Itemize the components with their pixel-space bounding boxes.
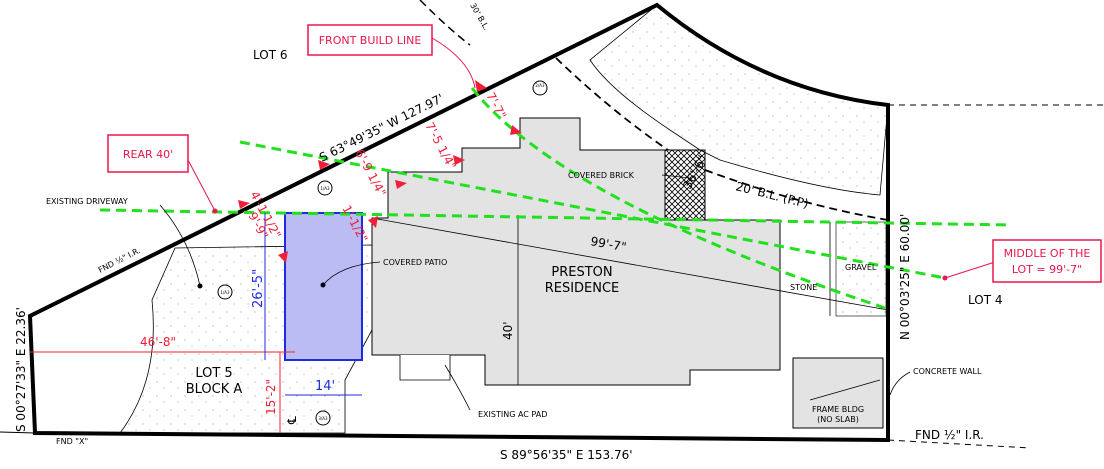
section-marker-1-a3-top: 1/A3 bbox=[317, 180, 333, 196]
covered-brick bbox=[664, 149, 706, 221]
lot-5-label: LOT 5 bbox=[195, 366, 232, 381]
frame-building bbox=[792, 357, 884, 429]
middle-of-lot-callout: MIDDLE OF THE LOT = 99'-7" bbox=[992, 239, 1102, 283]
section-marker-2-a3: 2/A3 bbox=[532, 80, 548, 96]
covered-patio-label: COVERED PATIO bbox=[383, 258, 447, 267]
svg-text:REAR 40': REAR 40' bbox=[123, 148, 173, 161]
centerline-symbol: ℄ bbox=[285, 416, 299, 425]
build-line-30 bbox=[419, 0, 471, 46]
dim-15-2: 15'-2" bbox=[264, 379, 278, 415]
rear-setback-line bbox=[99, 208, 1011, 227]
bearing-south: S 89°56'35" E 153.76' bbox=[500, 448, 633, 462]
gravel-label: GRAVEL bbox=[845, 263, 877, 272]
stone-label: STONE bbox=[790, 283, 817, 292]
section-marker-3-a3: 3/A3 bbox=[315, 410, 331, 426]
block-label: BLOCK A bbox=[186, 382, 243, 397]
residence-name: PRESTON bbox=[551, 265, 612, 280]
fnd-x-label: FND "X" bbox=[56, 437, 88, 446]
lot-4-label: LOT 4 bbox=[968, 293, 1002, 307]
svg-text:2/A3: 2/A3 bbox=[535, 83, 545, 88]
dim-7-5-1-4: 7'-5 1/4" bbox=[422, 120, 459, 172]
existing-driveway-label: EXISTING DRIVEWAY bbox=[46, 197, 128, 206]
dimension-arrows bbox=[238, 80, 522, 263]
front-setback-line bbox=[470, 87, 886, 310]
dim-26-5: 26'-5" bbox=[251, 269, 266, 308]
fnd-ir-right-label: FND ½" I.R. bbox=[915, 428, 984, 442]
front-build-line-callout: FRONT BUILD LINE bbox=[307, 24, 433, 56]
residence-label: RESIDENCE bbox=[545, 281, 620, 296]
bl-20-label: 20' B.L. (P.P) bbox=[734, 179, 810, 211]
bl-30-label: 30' B.L. bbox=[468, 2, 491, 32]
svg-text:MIDDLE OF THE: MIDDLE OF THE bbox=[1004, 247, 1091, 260]
frame-bldg-note: (NO SLAB) bbox=[817, 415, 859, 424]
ac-pad-label: EXISTING AC PAD bbox=[478, 410, 547, 419]
rear-callout: REAR 40' bbox=[107, 134, 189, 173]
svg-text:1/A3: 1/A3 bbox=[220, 290, 230, 295]
dim-99-7: 99'-7" bbox=[589, 234, 627, 254]
frame-bldg-label: FRAME BLDG bbox=[812, 405, 864, 414]
dim-46-8: 46'-8" bbox=[140, 335, 176, 349]
mid-lot-line bbox=[239, 140, 946, 280]
lot-6-label: LOT 6 bbox=[253, 48, 287, 62]
bearing-west: S 00°27'33" E 22.36' bbox=[14, 307, 28, 432]
build-line-20 bbox=[555, 57, 889, 221]
concrete-wall-label: CONCRETE WALL bbox=[913, 367, 982, 376]
svg-text:3/A3: 3/A3 bbox=[318, 416, 328, 421]
dim-40: 40' bbox=[501, 321, 515, 340]
dim-14: 14' bbox=[315, 379, 335, 394]
bearing-east: N 00°03'25" E 60.00' bbox=[898, 214, 912, 340]
property-boundary bbox=[27, 2, 890, 443]
svg-text:FRONT BUILD LINE: FRONT BUILD LINE bbox=[319, 34, 422, 47]
covered-brick-label: COVERED BRICK bbox=[568, 171, 635, 180]
svg-text:1/A3: 1/A3 bbox=[320, 186, 330, 191]
svg-text:LOT = 99'-7": LOT = 99'-7" bbox=[1012, 263, 1082, 276]
section-marker-1-a3-left: 1/A3 bbox=[217, 284, 233, 300]
dim-6-9-1-4: 6'-9 1/4" bbox=[352, 147, 389, 199]
